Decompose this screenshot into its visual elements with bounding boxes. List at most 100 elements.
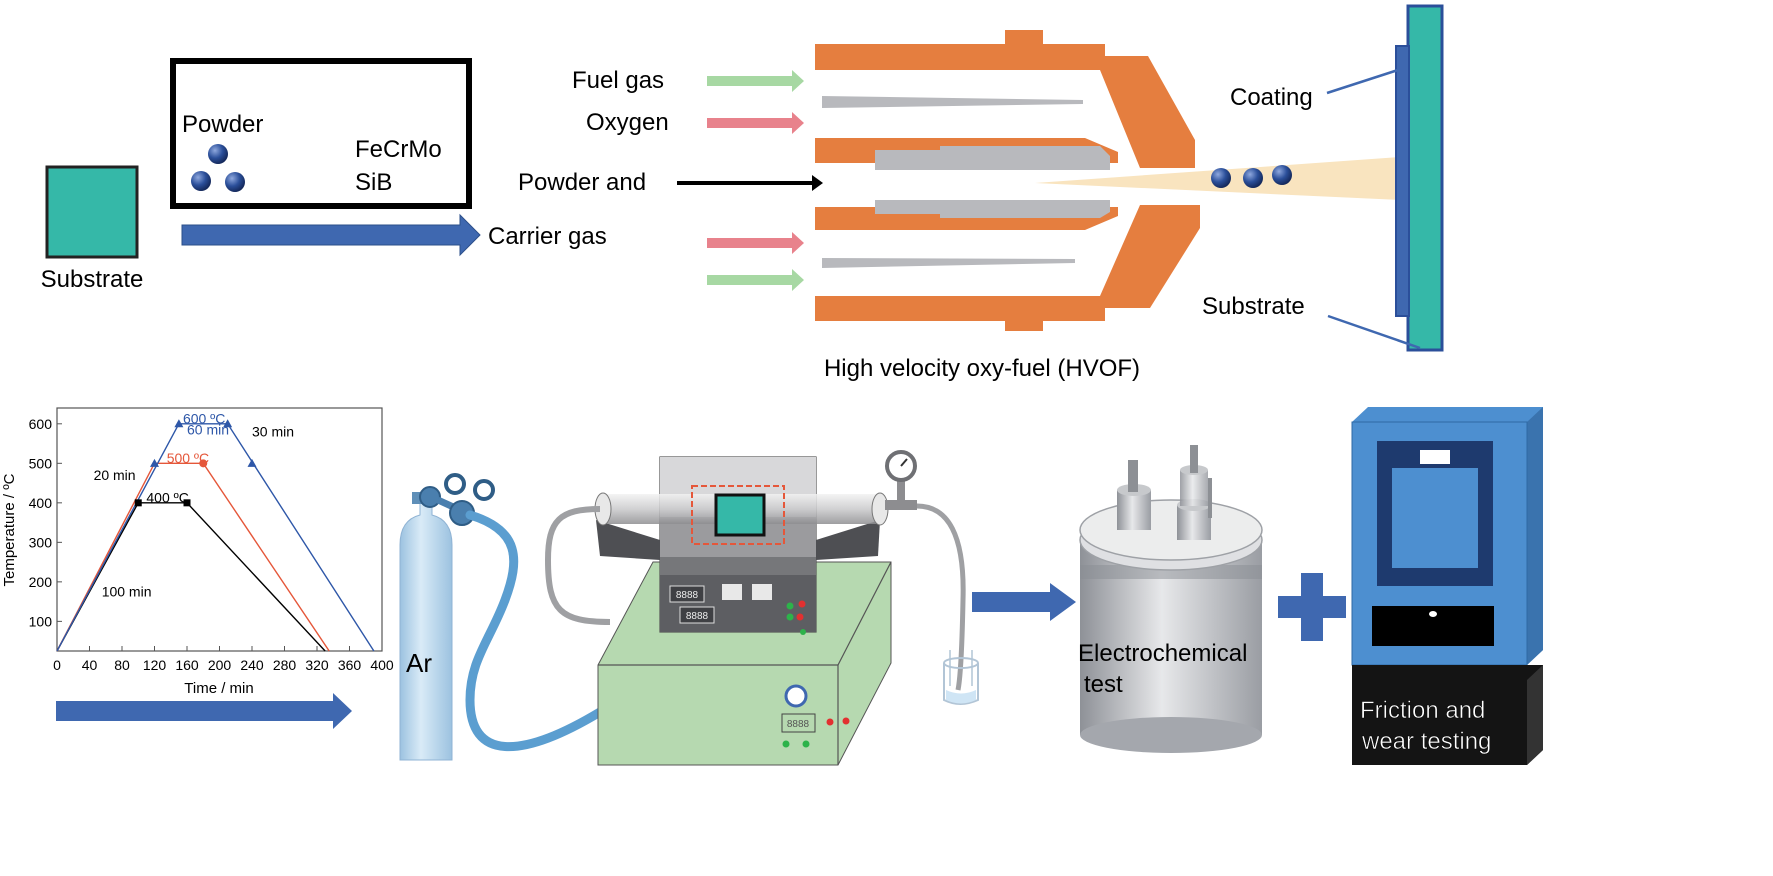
coated-substrate — [1395, 4, 1444, 352]
indicator-light — [798, 600, 806, 608]
indicator-light — [786, 602, 794, 610]
substrate-leader-line — [1327, 314, 1421, 350]
sample-window — [691, 485, 785, 545]
oxygen-label: Oxygen — [586, 109, 669, 136]
pressure-gauge-icon — [885, 450, 917, 510]
plus-icon — [1278, 573, 1346, 641]
series-line-2 — [56, 423, 375, 652]
powder-particle — [191, 171, 211, 191]
electrochem-label-line1: Electrochemical — [1078, 640, 1247, 667]
bubbler-beaker — [943, 650, 979, 705]
hvof-caption: High velocity oxy-fuel (HVOF) — [824, 355, 1140, 382]
oxygen-arrow-lower — [707, 232, 804, 254]
x-tick-label: 0 — [53, 657, 61, 673]
fuel-gas-arrow-lower — [707, 269, 804, 291]
data-point — [199, 459, 208, 468]
powder-feed-arrow — [677, 175, 823, 191]
x-tick-label: 280 — [273, 657, 297, 673]
furnace-display — [679, 606, 715, 624]
y-tick-label: 600 — [29, 416, 53, 432]
y-tick-label: 500 — [29, 455, 53, 471]
indicator-light — [842, 717, 850, 725]
carrier-gas-arrow — [181, 213, 481, 257]
chart-frame — [56, 407, 383, 652]
chart-annotation: 100 min — [102, 584, 152, 600]
chart-annotation: 400 ºC — [146, 490, 188, 506]
x-tick-label: 360 — [338, 657, 362, 673]
controller-display-value: 8888 — [787, 719, 810, 730]
indicator-light — [802, 740, 810, 748]
hvof-gun — [815, 30, 1200, 331]
x-tick-label: 120 — [143, 657, 167, 673]
chart-annotation: 20 min — [94, 467, 136, 483]
furnace-meter — [722, 584, 742, 600]
data-point — [247, 458, 257, 467]
furnace-display-value: 8888 — [686, 611, 709, 622]
chart-annotation: 500 ºC — [167, 450, 209, 466]
substrate-block — [45, 165, 139, 259]
powder-particle — [208, 144, 228, 164]
inlet-tube — [544, 506, 611, 625]
data-point — [150, 458, 159, 467]
x-tick-label: 400 — [370, 657, 394, 673]
x-tick-label: 160 — [175, 657, 199, 673]
coating-label: Coating — [1230, 84, 1313, 111]
coating-leader-line — [1326, 68, 1399, 95]
alloy-label-line2: SiB — [355, 169, 392, 196]
furnace-display-value: 8888 — [676, 590, 699, 601]
indicator-light — [786, 613, 794, 621]
series-line-1 — [56, 462, 330, 652]
powder-and-label: Powder and — [518, 169, 646, 196]
series-line-0 — [56, 502, 326, 652]
spray-particle — [1243, 168, 1263, 188]
tribometer — [1351, 407, 1543, 765]
to-electrochem-arrow — [972, 583, 1076, 621]
carrier-gas-label: Carrier gas — [488, 223, 607, 250]
furnace-display — [669, 585, 705, 603]
spray-particle — [1211, 168, 1231, 188]
x-tick-label: 200 — [208, 657, 232, 673]
to-furnace-arrow — [56, 693, 352, 729]
outlet-tube — [916, 503, 966, 691]
chart-annotation: 60 min — [187, 422, 229, 438]
indicator-light — [796, 613, 804, 621]
y-tick-label: 100 — [29, 613, 53, 629]
substrate-label: Substrate — [41, 266, 144, 293]
friction-label-line2: wear testing — [1361, 728, 1491, 755]
powder-particle — [225, 172, 245, 192]
alloy-label-line1: FeCrMo — [355, 136, 442, 163]
data-point — [183, 499, 191, 507]
pressure-gauge-icon — [784, 684, 808, 708]
x-axis-label: Time / min — [184, 680, 253, 697]
electrochemical-cell — [1079, 445, 1263, 753]
oxygen-arrow — [707, 112, 804, 134]
y-axis-label: Temperature / ºC — [1, 473, 18, 586]
chart-annotation: 30 min — [252, 424, 294, 440]
data-point — [134, 499, 142, 507]
x-tick-label: 40 — [82, 657, 98, 673]
indicator-light — [782, 740, 790, 748]
controller-display — [781, 713, 816, 733]
friction-label-line1: Friction and — [1360, 697, 1485, 724]
indicator-light — [826, 718, 834, 726]
x-tick-label: 240 — [240, 657, 264, 673]
x-tick-label: 80 — [114, 657, 130, 673]
argon-cylinder — [399, 473, 495, 761]
controller-panel: 8888 — [781, 684, 850, 748]
furnace-meter — [752, 584, 772, 600]
powder-box — [170, 58, 472, 209]
argon-hose — [465, 510, 605, 752]
data-point — [174, 419, 184, 428]
data-point — [223, 419, 233, 428]
indicator-light — [800, 629, 806, 635]
fuel-gas-label: Fuel gas — [572, 67, 664, 94]
electrochem-label-line2: test — [1084, 671, 1123, 698]
chart-annotation: 600 ºC — [183, 411, 225, 427]
powder-label: Powder — [182, 111, 263, 138]
y-tick-label: 300 — [29, 534, 53, 550]
y-tick-label: 400 — [29, 495, 53, 511]
fuel-gas-arrow — [707, 70, 804, 92]
gun-substrate-label: Substrate — [1202, 293, 1305, 320]
